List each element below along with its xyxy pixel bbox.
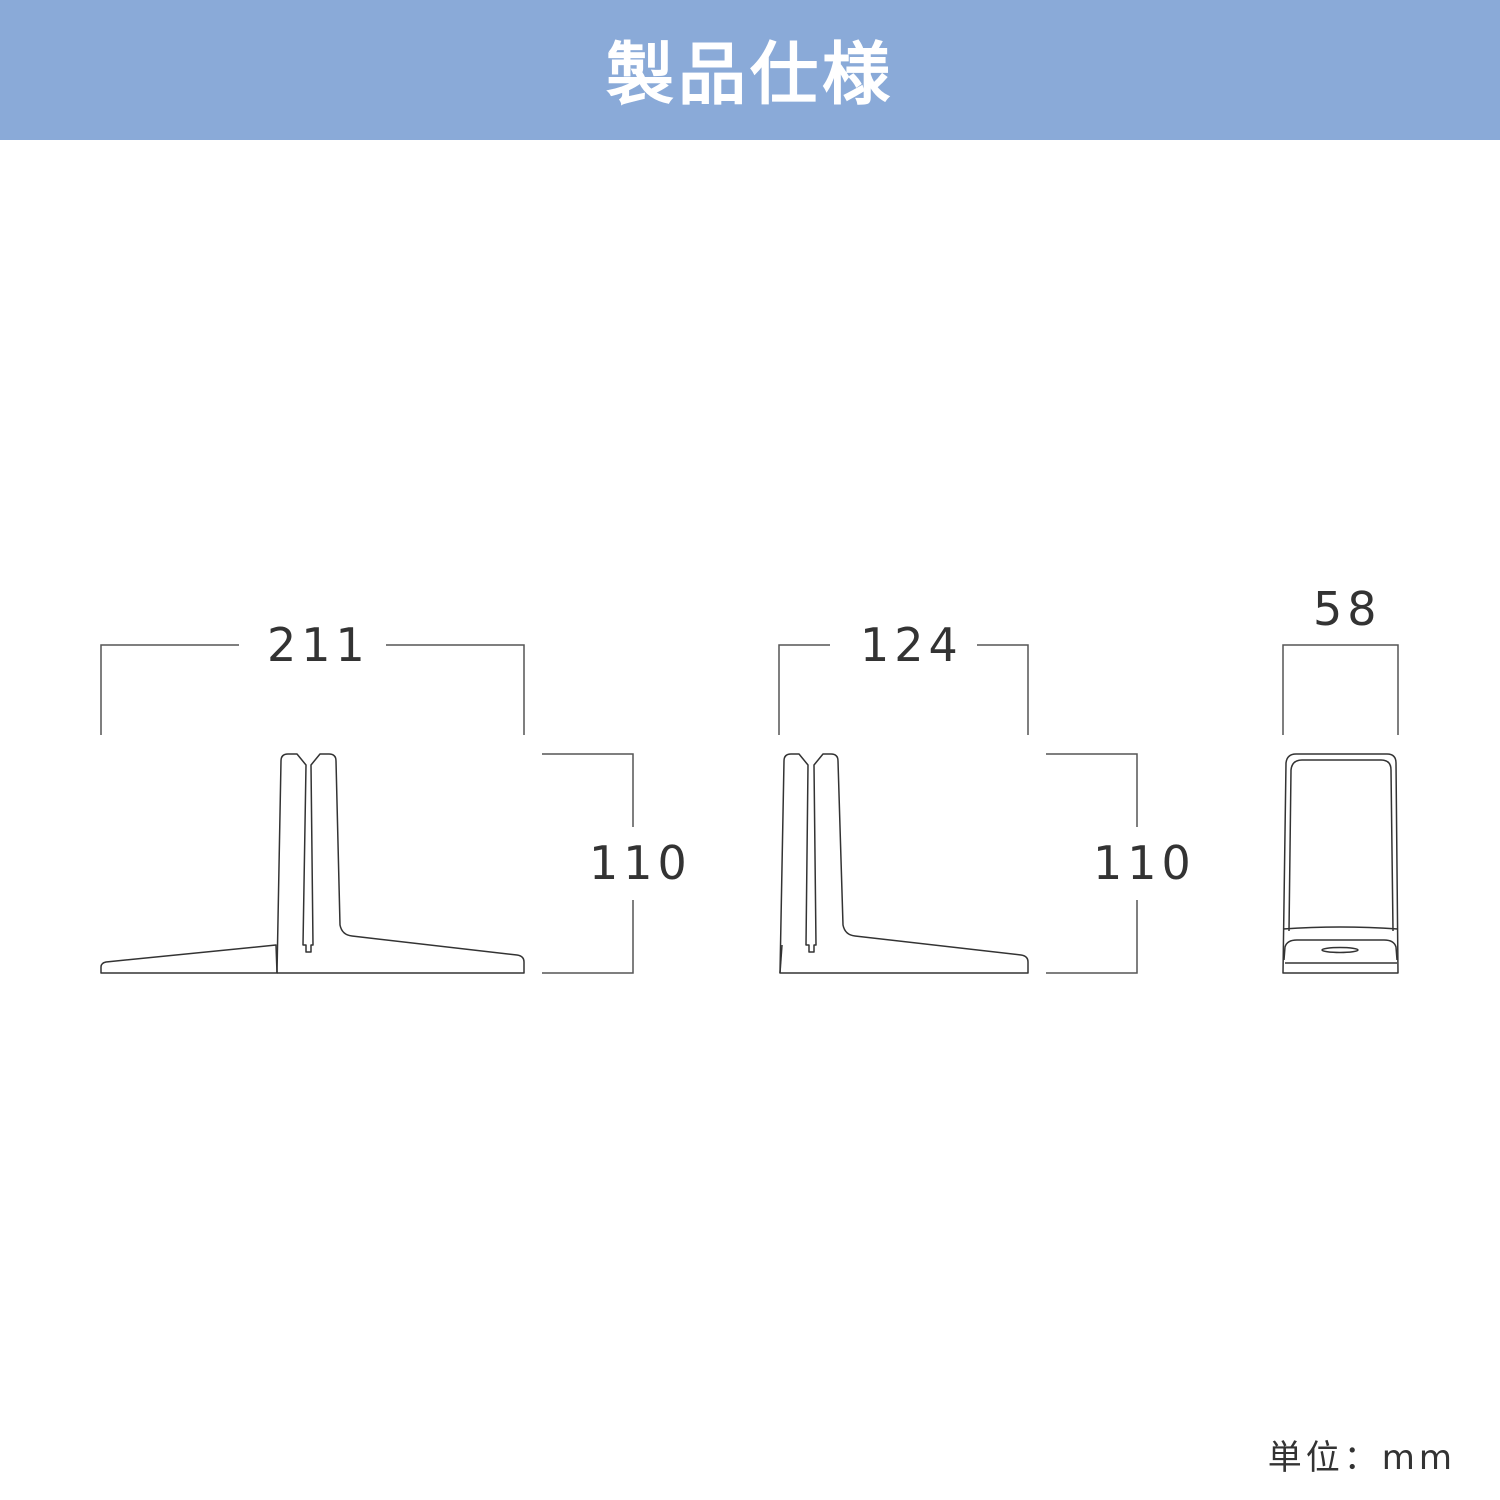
stand-front-view [1282,753,1399,974]
dimension-line-width-58 [1282,644,1399,735]
header-banner: 製品仕様 [0,0,1500,140]
dimension-line-width-124 [778,644,1029,735]
height-label-110-a: 110 [589,836,692,890]
page-title: 製品仕様 [605,35,894,115]
width-label-124: 124 [860,618,963,672]
unit-label: 単位：mm [1267,1438,1456,1478]
width-label-58: 58 [1313,582,1382,636]
stand-cut-view [779,753,1029,974]
dimension-line-width-211 [100,644,525,735]
dimension-line-height-110-a [542,753,634,974]
width-label-211: 211 [267,618,370,672]
stand-side-view [100,753,525,974]
height-label-110-b: 110 [1093,836,1196,890]
dimension-line-height-110-b [1046,753,1138,974]
